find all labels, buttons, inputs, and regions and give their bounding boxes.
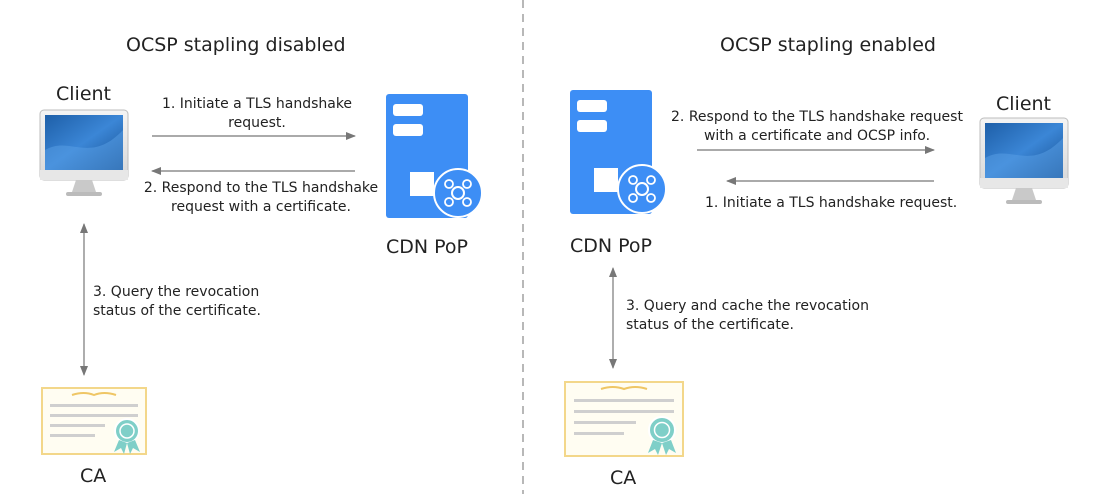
left-ca-certificate-icon xyxy=(41,387,147,455)
left-client-label: Client xyxy=(56,83,112,105)
right-step1-text: 1. Initiate a TLS handshake request. xyxy=(705,195,958,211)
right-ca-label: CA xyxy=(610,467,637,489)
right-ca-certificate-icon xyxy=(564,381,684,457)
left-step3-text: 3. Query the revocation status of the ce… xyxy=(93,284,261,319)
right-step2-text: 2. Respond to the TLS handshake request … xyxy=(671,109,963,144)
right-cdn-label: CDN PoP xyxy=(570,235,653,257)
left-panel-title: OCSP stapling disabled xyxy=(126,34,346,56)
right-client-monitor-icon xyxy=(979,117,1069,204)
right-panel-title: OCSP stapling enabled xyxy=(720,34,936,56)
left-cdn-label: CDN PoP xyxy=(386,236,469,258)
left-ca-label: CA xyxy=(80,465,107,487)
left-client-monitor-icon xyxy=(39,109,129,196)
right-step3-text: 3. Query and cache the revocation status… xyxy=(626,298,869,333)
right-cdn-server-icon xyxy=(570,90,667,214)
left-step2-text: 2. Respond to the TLS handshake request … xyxy=(143,180,379,215)
left-step1-text: 1. Initiate a TLS handshake request. xyxy=(161,96,353,131)
left-cdn-server-icon xyxy=(386,94,483,218)
right-client-label: Client xyxy=(996,93,1052,115)
